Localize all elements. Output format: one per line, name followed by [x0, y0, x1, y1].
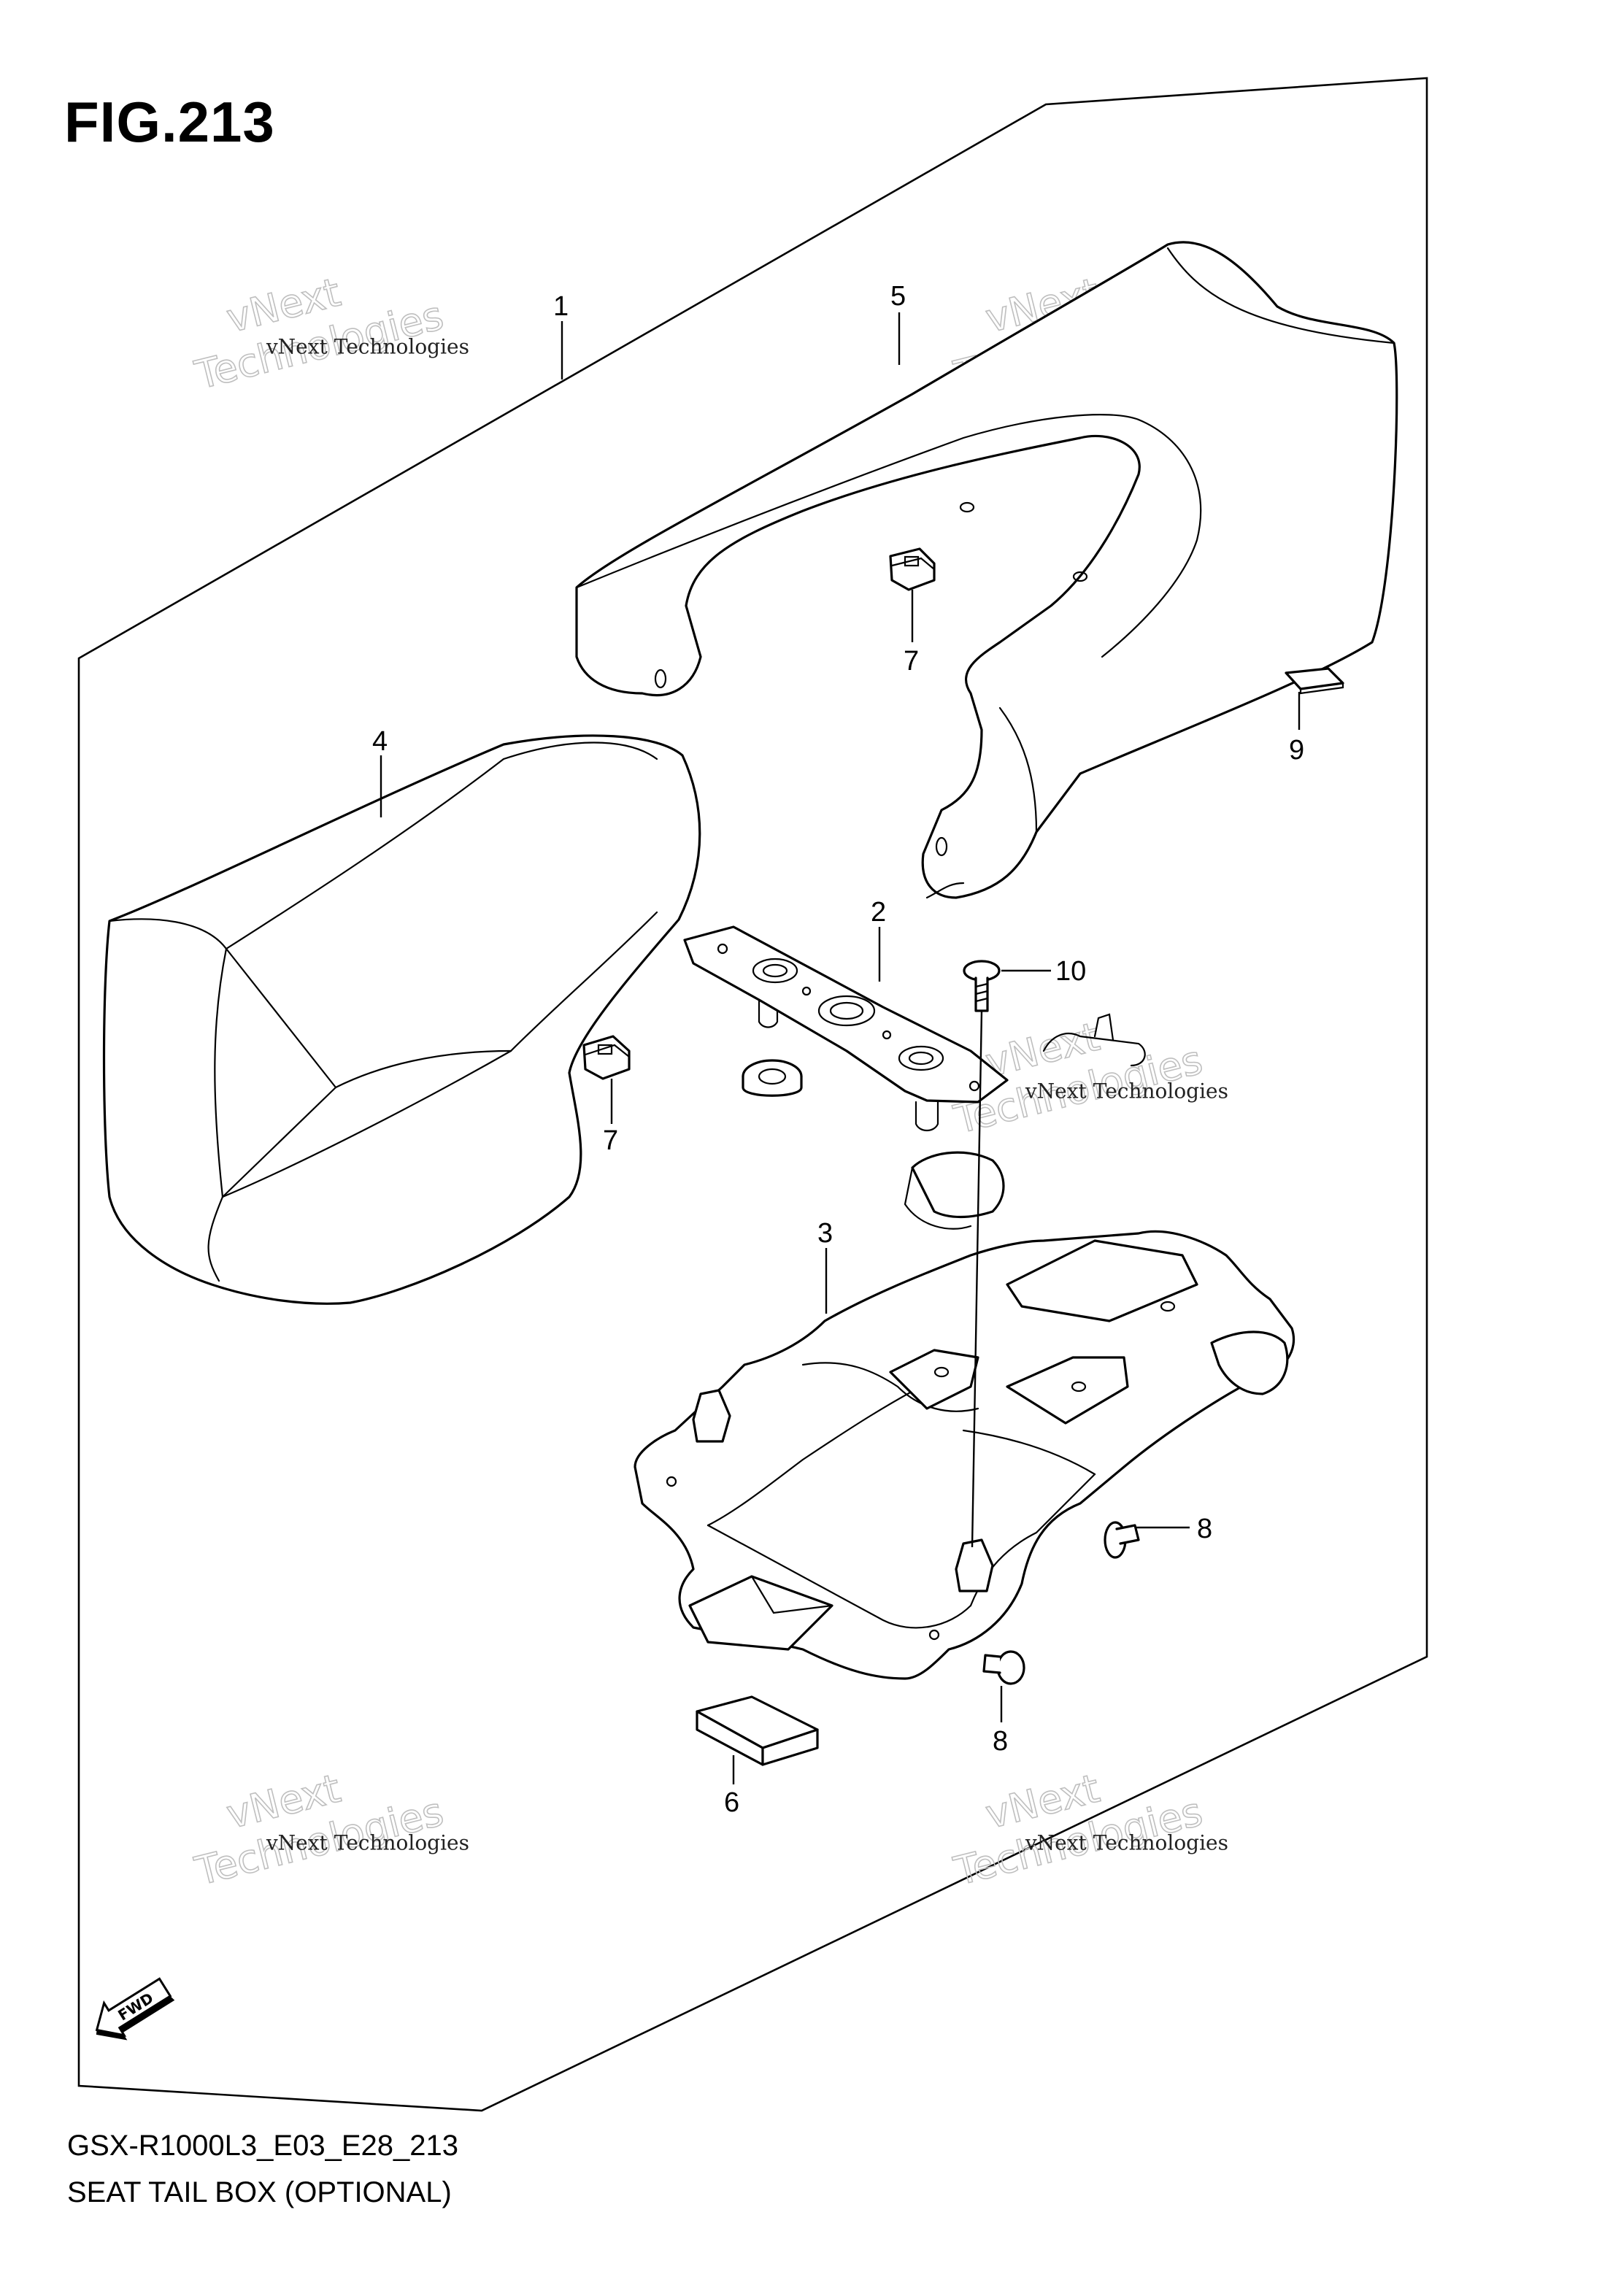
- callout-3: 3: [817, 1218, 833, 1249]
- part-8-bolt-lower: [982, 1650, 1025, 1685]
- bolt-alignment-line: [971, 1010, 983, 1548]
- part-10-screw: [963, 960, 1001, 1012]
- part-2-bushing: [742, 1059, 803, 1097]
- part-2-bracket-plate: [683, 925, 1146, 1132]
- callout-7-lower: 7: [603, 1125, 618, 1156]
- callout-8-right: 8: [1197, 1514, 1212, 1544]
- part-8-bolt-right: [1104, 1521, 1140, 1559]
- fwd-arrow-icon: FWD: [95, 1977, 175, 2041]
- callout-8-lower: 8: [993, 1726, 1008, 1757]
- svg-text:vNext Technologies: vNext Technologies: [266, 335, 469, 359]
- callout-10: 10: [1055, 956, 1086, 987]
- svg-text:vNext Technologies: vNext Technologies: [1025, 1079, 1228, 1103]
- diagram-code: GSX-R1000L3_E03_E28_213: [67, 2130, 458, 2162]
- watermark-bottom-left: vNext Technologies vNext Technologies: [190, 1765, 469, 1895]
- callout-9: 9: [1289, 735, 1304, 766]
- part-9-pad: [1285, 667, 1344, 695]
- assembly-boundary: [77, 77, 1428, 2112]
- part-4-pillion-seat: [102, 734, 701, 1305]
- callout-5: 5: [890, 281, 906, 312]
- callout-4: 4: [372, 726, 388, 757]
- figure-title: FIG.213: [64, 90, 275, 154]
- part-7-clip-lower: [582, 1035, 631, 1080]
- callout-1: 1: [553, 291, 569, 322]
- svg-text:vNext Technologies: vNext Technologies: [266, 1831, 469, 1855]
- svg-text:vNext Technologies: vNext Technologies: [1025, 1831, 1228, 1855]
- callout-2: 2: [871, 897, 886, 928]
- watermark-bottom-right: vNext Technologies vNext Technologies: [949, 1765, 1228, 1895]
- callout-7-upper: 7: [904, 646, 919, 677]
- callout-6: 6: [724, 1787, 739, 1818]
- diagram-name: SEAT TAIL BOX (OPTIONAL): [67, 2176, 452, 2208]
- part-7-clip-upper: [889, 547, 936, 591]
- part-5-seat-tail-cover: [575, 241, 1398, 899]
- part-3-base-frame: [634, 1151, 1295, 1680]
- part-6-rubber-pad: [696, 1695, 819, 1766]
- watermark-top-left: vNext Technologies vNext Technologies: [190, 269, 469, 399]
